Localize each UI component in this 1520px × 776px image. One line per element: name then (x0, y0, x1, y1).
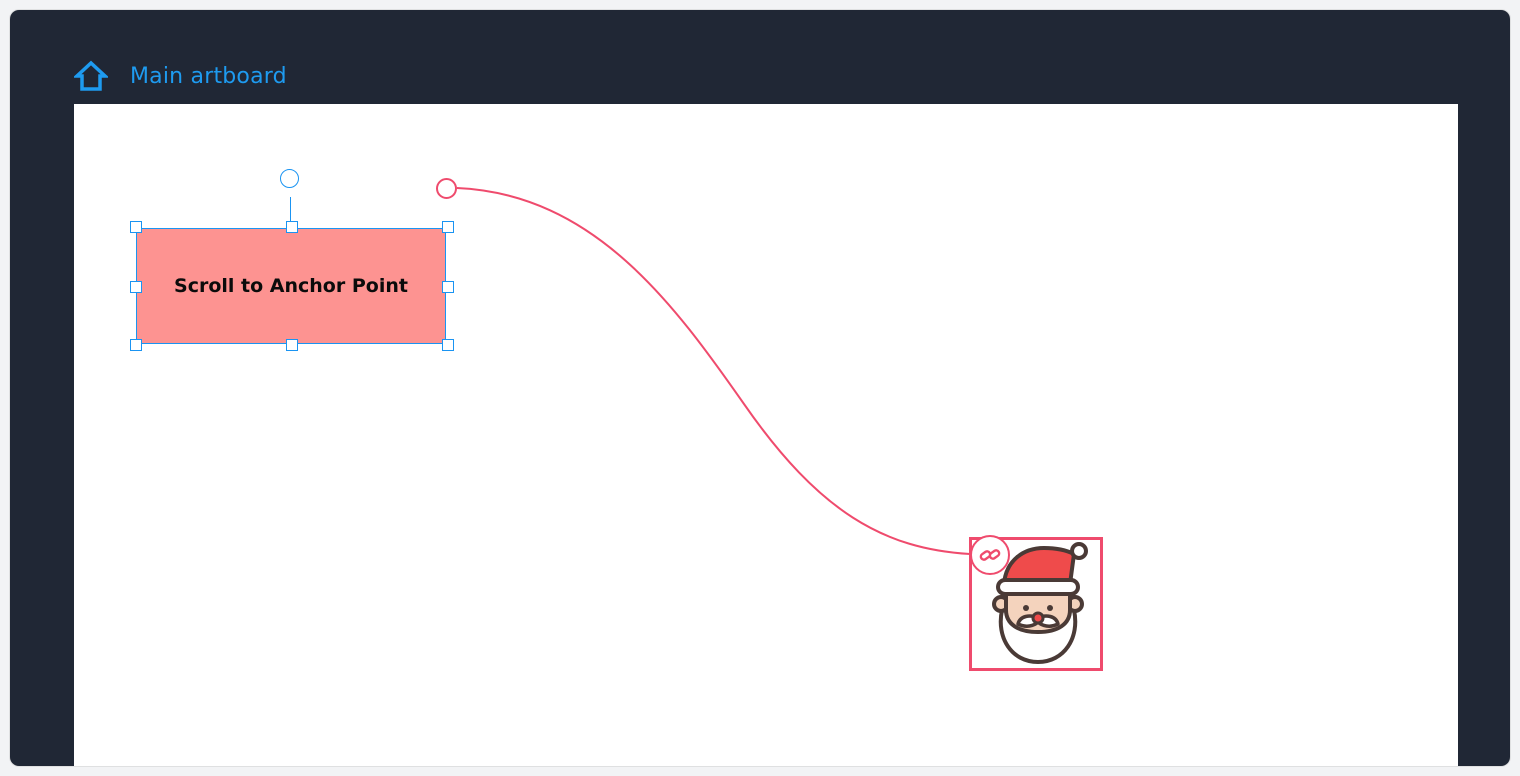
link-badge[interactable] (970, 535, 1010, 575)
anchor-button-label: Scroll to Anchor Point (174, 275, 408, 297)
santa-claus-icon[interactable] (984, 538, 1092, 668)
interaction-link-wire (456, 187, 971, 555)
resize-handle-bottom[interactable] (286, 339, 298, 351)
resize-handle-top-left[interactable] (130, 221, 142, 233)
artboard-header[interactable]: Main artboard (74, 56, 287, 96)
artboard-title[interactable]: Main artboard (130, 63, 287, 89)
resize-handle-top-right[interactable] (442, 221, 454, 233)
resize-handle-bottom-left[interactable] (130, 339, 142, 351)
artboard-canvas[interactable]: Scroll to Anchor Point (74, 104, 1458, 766)
resize-handle-top[interactable] (286, 221, 298, 233)
app-window: Main artboard Scroll to Anchor Point (10, 10, 1510, 766)
resize-handle-bottom-right[interactable] (442, 339, 454, 351)
home-icon[interactable] (74, 59, 108, 93)
link-start-handle[interactable] (436, 178, 457, 199)
resize-handle-left[interactable] (130, 281, 142, 293)
rotate-handle[interactable] (280, 169, 299, 188)
rotate-handle-stem (289, 197, 291, 221)
link-icon (979, 549, 1001, 561)
scroll-to-anchor-button[interactable]: Scroll to Anchor Point (136, 228, 446, 344)
anchor-target-frame[interactable] (969, 537, 1103, 671)
resize-handle-right[interactable] (442, 281, 454, 293)
